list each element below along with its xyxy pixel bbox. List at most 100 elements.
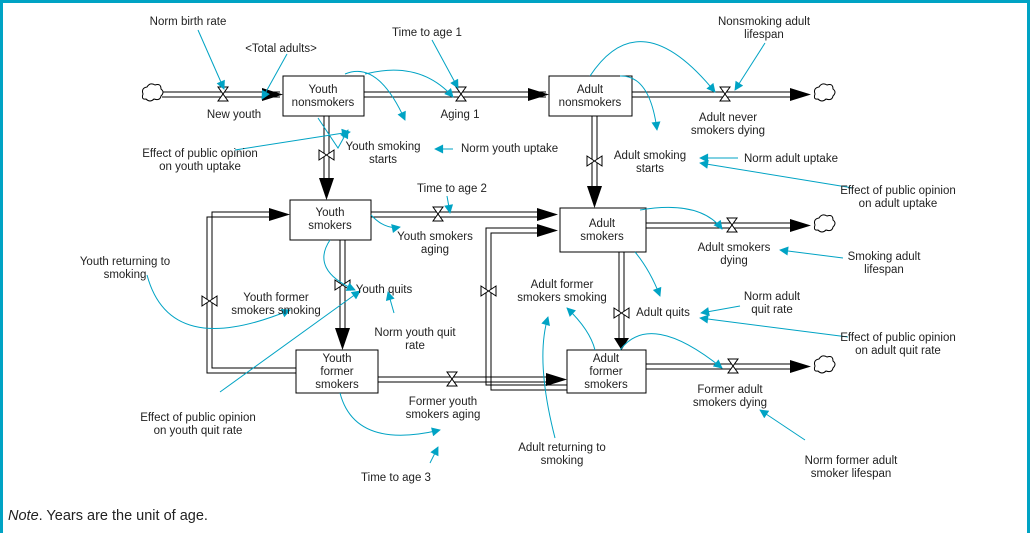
- arrowhead: [790, 360, 811, 373]
- stock-adult-nonsmokers[interactable]: [548, 75, 633, 117]
- figure-note: Note. Years are the unit of age.: [8, 508, 208, 524]
- link-arrow: [431, 39, 459, 89]
- sink-cloud-icon: [813, 83, 836, 102]
- valve-youth-smoking-starts[interactable]: [318, 149, 335, 161]
- stock-youth-former-smokers[interactable]: [295, 349, 379, 394]
- arrowhead: [537, 224, 558, 237]
- arrowhead: [537, 208, 558, 221]
- link-arrow: [759, 409, 806, 441]
- link-arrow: [700, 305, 741, 316]
- valve-adult-smoking-starts[interactable]: [586, 155, 603, 167]
- arrowhead: [269, 208, 290, 221]
- valve-youth-smokers-aging[interactable]: [432, 206, 444, 222]
- arrowhead: [528, 88, 549, 101]
- flow-adult-quits-label: Adult quits: [636, 307, 690, 319]
- flow-arrowheads: [262, 88, 811, 386]
- link-arrow: [444, 195, 454, 214]
- arrowhead: [614, 338, 629, 350]
- valve-youth-returning[interactable]: [201, 295, 218, 307]
- pipe-youth-smoking-starts: [323, 116, 330, 180]
- pipe-aging-1: [364, 91, 546, 98]
- arrowhead: [546, 373, 567, 386]
- arrowhead: [319, 178, 334, 200]
- link-arrow: [339, 392, 441, 437]
- valve-youth-quits[interactable]: [334, 279, 351, 291]
- link-arrow: [370, 214, 401, 233]
- arrowhead: [790, 88, 811, 101]
- var-time-to-age-2: Time to age 2: [417, 183, 487, 195]
- arrowhead: [335, 328, 350, 350]
- valve-aging-1[interactable]: [455, 86, 467, 102]
- valve-new-youth[interactable]: [217, 86, 229, 102]
- link-arrow: [639, 207, 723, 230]
- stock-youth-smokers[interactable]: [289, 199, 372, 241]
- valve-adult-smokers-dying[interactable]: [726, 217, 738, 233]
- stock-adult-smokers[interactable]: [559, 207, 647, 253]
- var-norm-youth-uptake: Norm youth uptake: [461, 143, 558, 155]
- stocks: [282, 75, 647, 394]
- valve-adult-quits[interactable]: [613, 307, 630, 319]
- flow-youth-quits-label: Youth quits: [356, 284, 413, 296]
- link-arrow: [234, 128, 351, 151]
- valve-adult-never-dying[interactable]: [719, 86, 731, 102]
- stock-adult-former-smokers[interactable]: [566, 349, 647, 394]
- stock-youth-nonsmokers[interactable]: [282, 75, 365, 117]
- link-arrow: [429, 446, 439, 464]
- pipe-youth-smokers-aging: [371, 211, 540, 218]
- pipe-adult-never-dying: [632, 91, 795, 98]
- link-arrow: [385, 291, 395, 314]
- link-arrow: [779, 246, 844, 259]
- sink-cloud-icon: [813, 214, 836, 233]
- valve-former-adult-dying[interactable]: [727, 358, 739, 374]
- link-arrow: [197, 29, 225, 90]
- link-arrow: [541, 316, 556, 439]
- source-cloud-icon: [141, 83, 164, 102]
- pipe-adult-returning: [485, 227, 567, 391]
- valve-former-youth-aging[interactable]: [446, 371, 458, 387]
- information-links: [146, 29, 854, 464]
- link-arrow: [323, 239, 356, 291]
- var-time-to-age-1: Time to age 1: [392, 27, 462, 39]
- var-norm-adult-uptake: Norm adult uptake: [744, 153, 838, 165]
- pipe-adult-smoking-starts: [591, 116, 598, 190]
- link-arrow: [344, 70, 406, 121]
- link-arrow: [589, 41, 716, 93]
- pipe-former-youth-aging: [378, 376, 548, 383]
- link-arrow: [364, 69, 454, 98]
- note-label: Note: [8, 508, 39, 524]
- arrowhead: [262, 88, 283, 101]
- valve-adult-returning[interactable]: [480, 285, 497, 297]
- link-arrow: [261, 53, 288, 100]
- var-norm-birth-rate: Norm birth rate: [150, 16, 227, 28]
- link-arrow: [619, 333, 723, 369]
- flow-aging-1-label: Aging 1: [440, 109, 479, 121]
- var-total-adults: <Total adults>: [245, 43, 317, 55]
- link-arrow: [619, 75, 661, 131]
- arrowhead: [790, 219, 811, 232]
- link-arrow: [146, 274, 291, 329]
- link-arrow: [699, 159, 854, 189]
- link-arrow: [734, 42, 766, 91]
